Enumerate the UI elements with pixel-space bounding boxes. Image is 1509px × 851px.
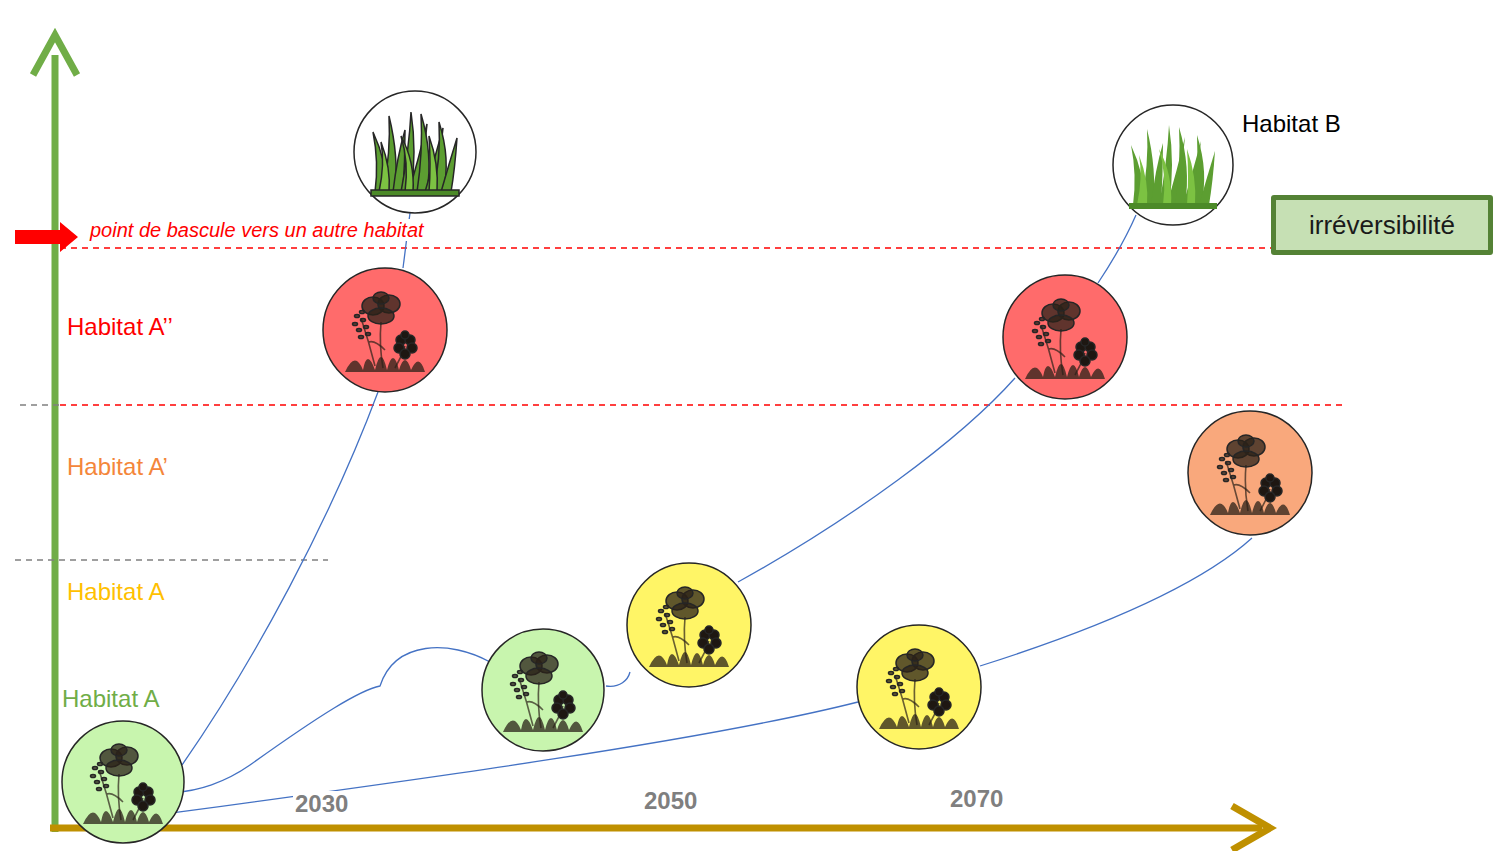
threshold-line [60, 404, 1345, 406]
circle-outline [1113, 105, 1233, 225]
status-text: irréversibilité [1309, 210, 1455, 241]
habitat-circle [62, 91, 1312, 843]
level-label: Habitat A’ [65, 454, 170, 480]
pointer-arrow [15, 222, 78, 252]
level-label: Habitat A [60, 686, 161, 712]
vertical-axis [33, 35, 77, 832]
habitat-circle-outline [1112, 104, 1234, 226]
level-label: Habitat A [65, 579, 166, 605]
status-box: irréversibilité [1271, 195, 1493, 255]
level-label: Habitat A’’ [65, 314, 175, 340]
threshold-line [15, 559, 328, 561]
tipping-line [60, 247, 1272, 249]
tipping-note: point de bascule vers un autre habitat [88, 219, 426, 241]
year-label: 2070 [948, 786, 1005, 812]
year-label: 2030 [293, 791, 350, 817]
habitat-circle: Habitat B [1112, 104, 1234, 226]
year-label: 2050 [642, 788, 699, 814]
threshold-line [20, 404, 60, 406]
grass-icon [1129, 125, 1217, 209]
habitat-name: Habitat B [1242, 110, 1341, 138]
trajectory [130, 213, 1252, 816]
